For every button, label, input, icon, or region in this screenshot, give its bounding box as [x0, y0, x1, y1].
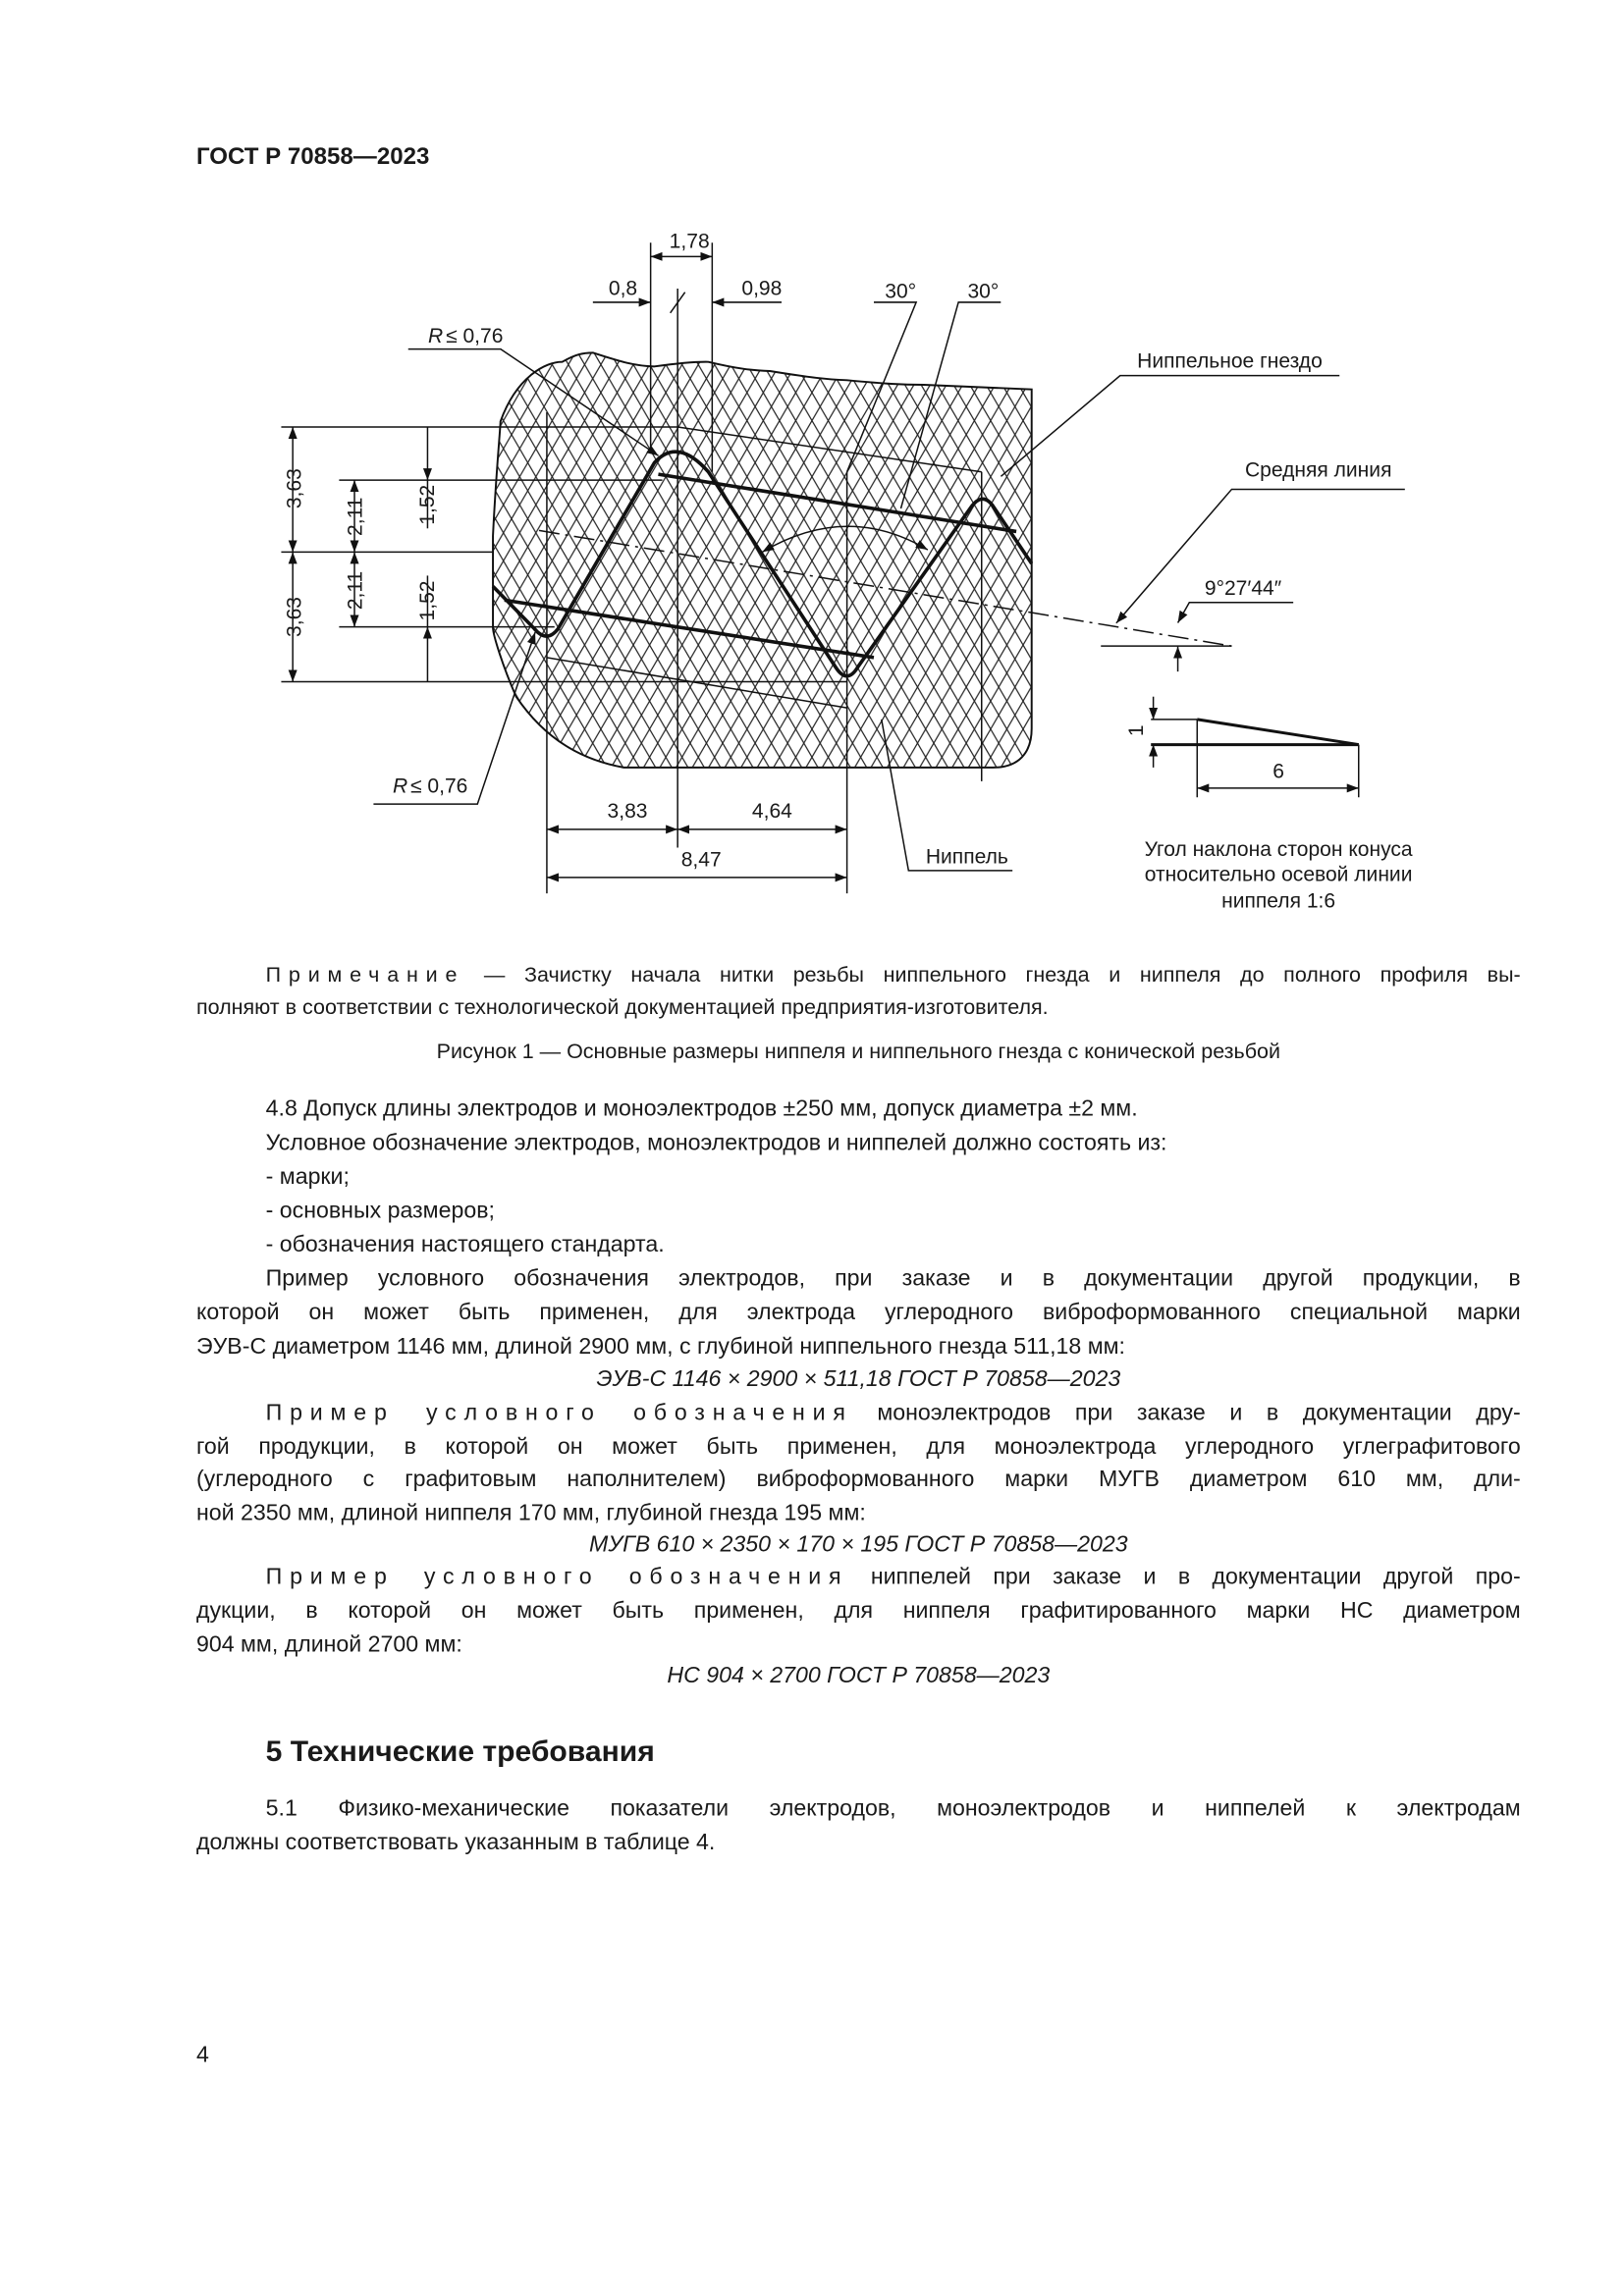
dim-3-83: 3,83: [608, 800, 648, 823]
example1-designation: ЭУВ-С 1146 × 2900 × 511,18 ГОСТ Р 70858—…: [596, 1366, 1121, 1392]
example2-line: Пример условного обозначения моноэлектро…: [265, 1400, 1521, 1426]
radius-bottom: ≤ 0,76: [410, 774, 467, 797]
dim-3-63-top: 3,63: [284, 468, 306, 508]
dim-0-8: 0,8: [609, 278, 637, 300]
crest-line-upper: [658, 472, 1017, 534]
list-item: - обозначения настоящего стандарта.: [265, 1232, 665, 1258]
document-header: ГОСТ Р 70858—2023: [195, 144, 430, 170]
example3-line: Пример условного обозначения ниппелей пр…: [265, 1564, 1521, 1590]
dim-3-63-bottom: 3,63: [284, 597, 306, 637]
page-number: 4: [195, 2042, 209, 2068]
figure-note-line-2: полняют в соответствии с технологической…: [195, 995, 1049, 1020]
taper-height: 1: [1125, 724, 1148, 736]
dim-8-47: 8,47: [681, 849, 722, 872]
figure-caption: Рисунок 1 — Основные размеры ниппеля и н…: [436, 1041, 1281, 1065]
dim-1-78: 1,78: [670, 231, 710, 253]
radius-symbol-top: R: [428, 325, 443, 347]
dim-4-64: 4,64: [752, 800, 792, 823]
designation-intro: Условное обозначение электродов, моноэле…: [265, 1130, 1167, 1156]
list-item: - марки;: [265, 1164, 350, 1190]
dim-0-98: 0,98: [741, 278, 782, 300]
taper-caption-3: ниппеля 1:6: [1221, 890, 1335, 913]
crest-line-lower: [504, 598, 875, 660]
thread-profile: [491, 450, 1034, 678]
angle-30-right: 30°: [967, 281, 999, 303]
paragraph-5-1-line: должны соответствовать указанным в табли…: [195, 1830, 716, 1856]
taper-angle: 9°27′44″: [1205, 577, 1282, 600]
hatched-body: [492, 351, 1033, 769]
taper-diagram: [1149, 696, 1360, 798]
example2-line: гой продукции, в которой он может быть п…: [195, 1434, 1521, 1461]
example2-line: (углеродного с графитовым наполнителем) …: [195, 1467, 1521, 1493]
example2-designation: МУГВ 610 × 2350 × 170 × 195 ГОСТ Р 70858…: [589, 1531, 1128, 1558]
example3-line: дукции, в которой он может быть применен…: [195, 1598, 1521, 1624]
dim-1-52-bottom: 1,52: [416, 580, 439, 620]
note-prefix: Примечание: [265, 963, 465, 988]
dim-2-11-top: 2,11: [344, 498, 366, 536]
taper-length: 6: [1272, 760, 1284, 782]
label-socket: Ниппельное гнездо: [1137, 349, 1323, 372]
section-5-heading: 5 Технические требования: [265, 1735, 655, 1769]
radius-symbol-bottom: R: [393, 774, 407, 797]
example3-designation: НС 904 × 2700 ГОСТ Р 70858—2023: [667, 1663, 1051, 1689]
example2-line: ной 2350 мм, длиной ниппеля 170 мм, глуб…: [195, 1501, 866, 1526]
label-nipple: Ниппель: [926, 846, 1008, 869]
example1-line: Пример условного обозначения электродов,…: [265, 1266, 1521, 1292]
mean-line: [538, 529, 1232, 647]
taper-caption-1: Угол наклона сторон конуса: [1145, 838, 1413, 861]
angle-30-left: 30°: [885, 281, 916, 303]
label-mean-line: Средняя линия: [1245, 459, 1392, 482]
list-item: - основных размеров;: [265, 1198, 495, 1224]
taper-caption-2: относительно осевой линии: [1145, 864, 1413, 886]
paragraph-5-1-line: 5.1 Физико-механические показатели элект…: [265, 1795, 1521, 1822]
radius-top: ≤ 0,76: [446, 325, 503, 347]
paragraph-4-8: 4.8 Допуск длины электродов и моноэлектр…: [265, 1096, 1138, 1122]
figure-note-line-1: Примечание — Зачистку начала нитки резьб…: [265, 963, 1521, 988]
dim-2-11-bottom: 2,11: [344, 571, 366, 610]
dim-1-52-top: 1,52: [416, 485, 439, 525]
example3-line: 904 мм, длиной 2700 мм:: [195, 1631, 462, 1658]
example1-line: ЭУВ-С диаметром 1146 мм, длиной 2900 мм,…: [195, 1334, 1125, 1360]
example1-line: которой он может быть применен, для элек…: [195, 1300, 1521, 1326]
